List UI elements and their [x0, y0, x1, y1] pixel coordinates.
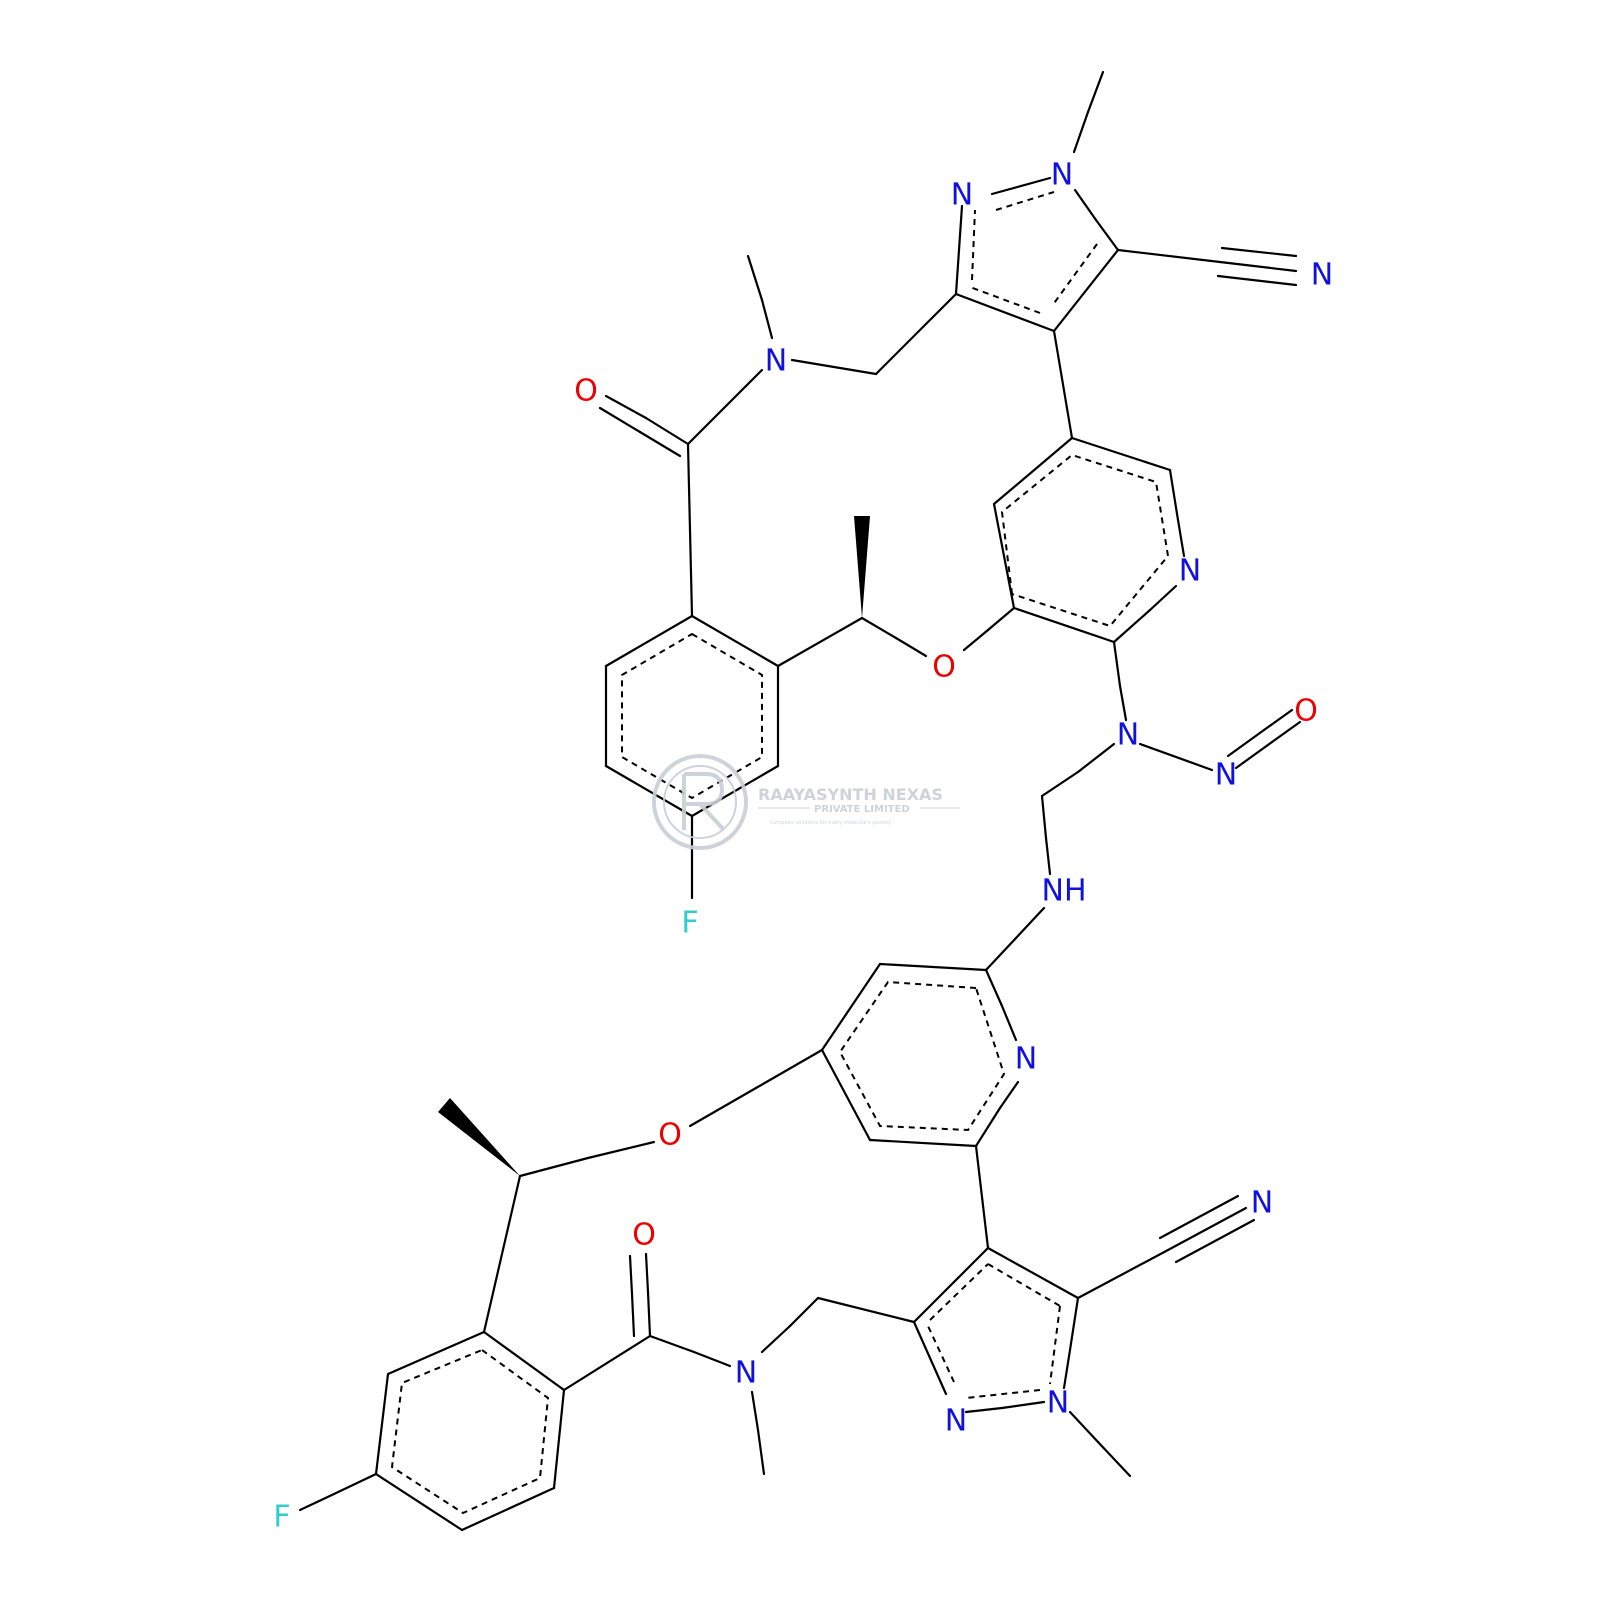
atom-label-layer: N N N N O N O N O N F NH N O N O N N N F: [273, 158, 1333, 1535]
atom-n-methyl-bottom: N: [1047, 1386, 1069, 1421]
atom-n-nitrile-top: N: [1311, 258, 1333, 293]
atom-n-pyridine-top: N: [1179, 554, 1201, 589]
atom-n-nitrosamine: N: [1117, 718, 1139, 753]
atom-o-nitroso: O: [1294, 694, 1318, 729]
raayasynth-logo-icon: [652, 754, 748, 850]
atom-nh-linker: NH: [1042, 874, 1087, 909]
atom-f-bottom: F: [273, 1500, 290, 1535]
atom-o-ether-bottom: O: [658, 1118, 682, 1153]
watermark-tagline: Complete solutions for every molecule's …: [770, 820, 891, 826]
watermark: RAAYASYNTH NEXAS PRIVATE LIMITED Complet…: [652, 754, 960, 850]
atom-o-carbonyl-top: O: [574, 374, 598, 409]
atom-n-pyrazole-top-left: N: [951, 178, 973, 213]
atom-n-amide-top: N: [765, 344, 787, 379]
bond-layer: [298, 70, 1302, 1532]
atom-o-carbonyl-bottom: O: [632, 1218, 656, 1253]
atom-n-nitrile-bottom: N: [1251, 1186, 1273, 1221]
atom-n-methyl-top: N: [1051, 158, 1073, 193]
atom-n-pyrazole-bottom-left: N: [945, 1404, 967, 1439]
atom-f-top: F: [681, 906, 698, 941]
atom-o-ether-top: O: [932, 650, 956, 685]
atom-n-amide-bottom: N: [735, 1356, 757, 1391]
watermark-subtitle: PRIVATE LIMITED: [814, 804, 910, 815]
atom-n-pyridine-bottom: N: [1015, 1042, 1037, 1077]
atom-n-nitroso: N: [1215, 758, 1237, 793]
watermark-company: RAAYASYNTH NEXAS: [758, 785, 943, 804]
